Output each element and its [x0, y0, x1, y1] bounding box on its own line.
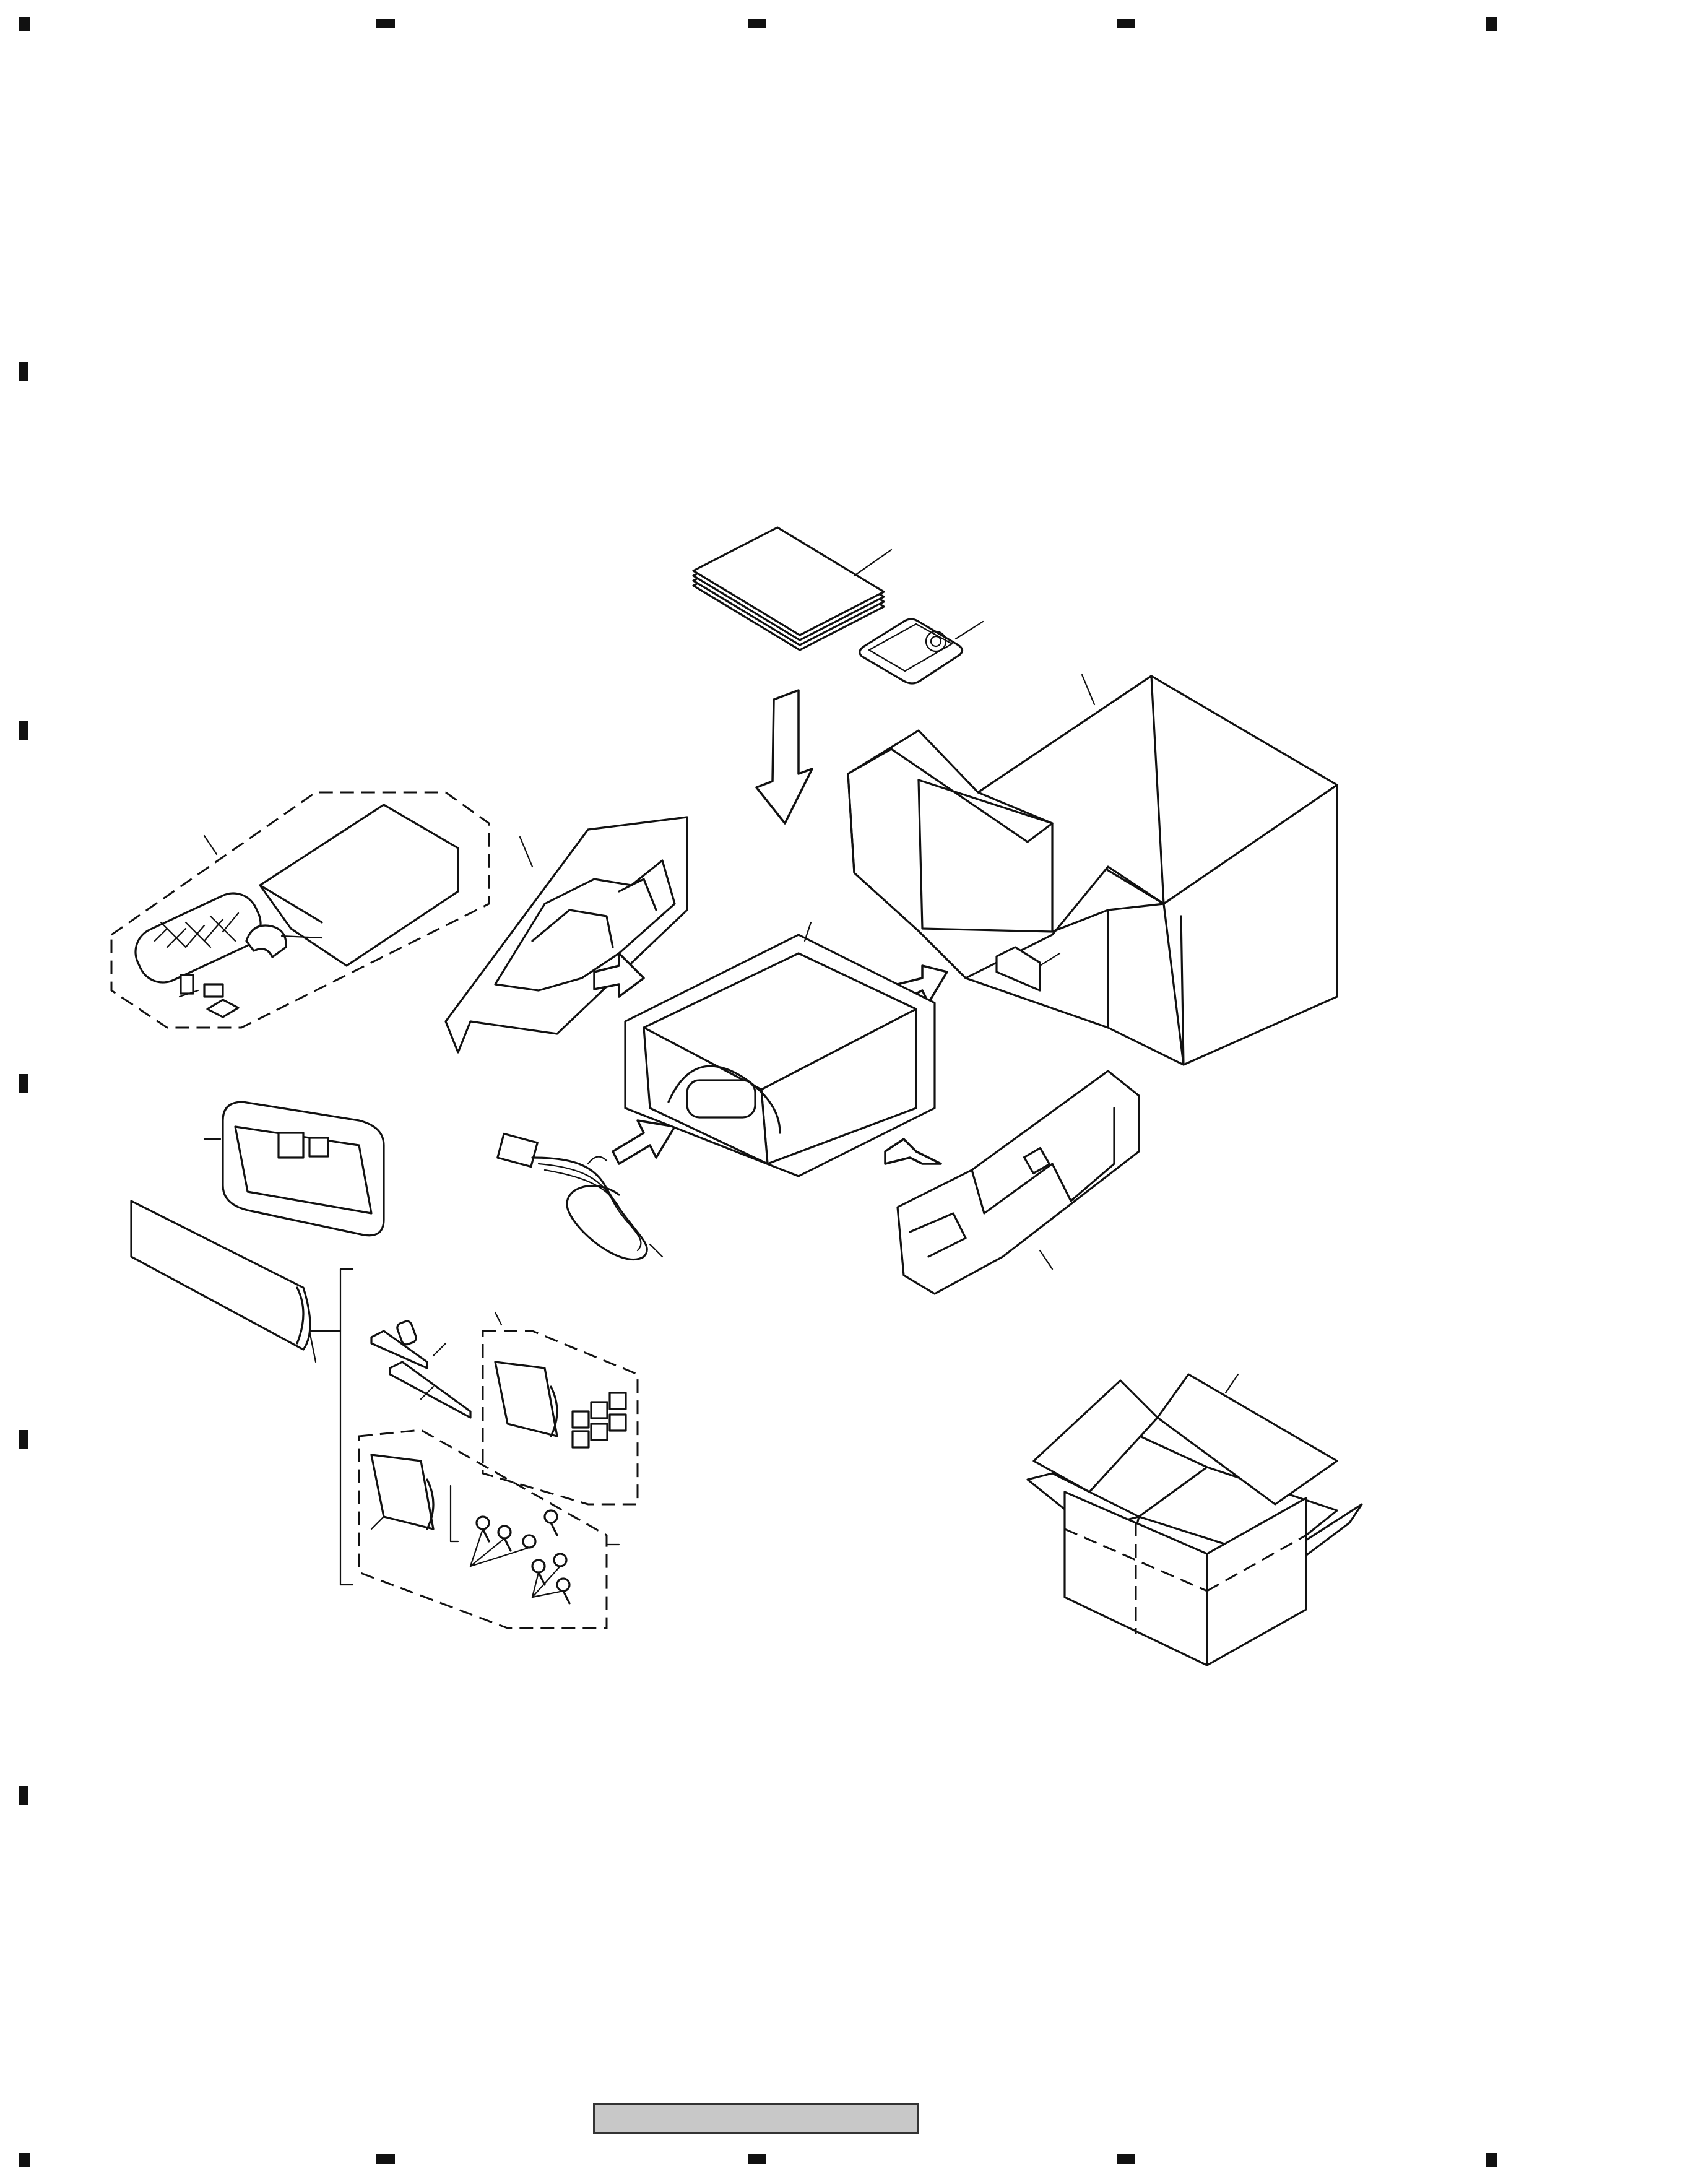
booklet-stack-icon — [692, 526, 893, 651]
reg-mark-bottom-5 — [1486, 2153, 1497, 2167]
head-unit-icon — [624, 921, 936, 1177]
remote-icon — [859, 618, 984, 685]
foam-insert-icon-right — [896, 1070, 1140, 1295]
reg-mark-bottom-1 — [19, 2153, 30, 2167]
reg-mark-top-2 — [376, 19, 395, 28]
reg-mark-left-2 — [19, 721, 28, 740]
bracket-lines — [308, 1268, 354, 1586]
polyethylene-bag-icon — [130, 1200, 317, 1363]
reg-mark-bottom-2 — [376, 2154, 395, 2164]
reg-mark-top-5 — [1486, 17, 1497, 31]
reg-mark-top-1 — [19, 17, 30, 31]
key-icon — [370, 1320, 472, 1419]
down-arrow-icon — [755, 689, 813, 825]
reg-mark-top-4 — [1117, 19, 1135, 28]
reg-mark-bottom-4 — [1117, 2154, 1135, 2164]
reg-mark-left-3 — [19, 1074, 28, 1093]
reg-mark-bottom-3 — [748, 2154, 766, 2164]
cable-icon — [496, 1132, 664, 1261]
arrow-icons — [593, 952, 948, 1165]
screws — [469, 1509, 571, 1605]
bag-icon — [110, 791, 490, 1029]
registration-marks — [19, 17, 1497, 2167]
reg-mark-left-1 — [19, 362, 28, 381]
button-icon — [482, 1311, 639, 1506]
case-icon — [203, 1101, 385, 1237]
screw-icon — [358, 1429, 620, 1629]
reg-mark-left-5 — [19, 1786, 28, 1805]
sleeve-box-icon — [847, 674, 1338, 1066]
reg-mark-top-3 — [748, 19, 766, 28]
reg-mark-left-4 — [19, 1430, 28, 1449]
footer-label-bar — [593, 2103, 919, 2134]
carton-box-icon — [1026, 1373, 1363, 1666]
